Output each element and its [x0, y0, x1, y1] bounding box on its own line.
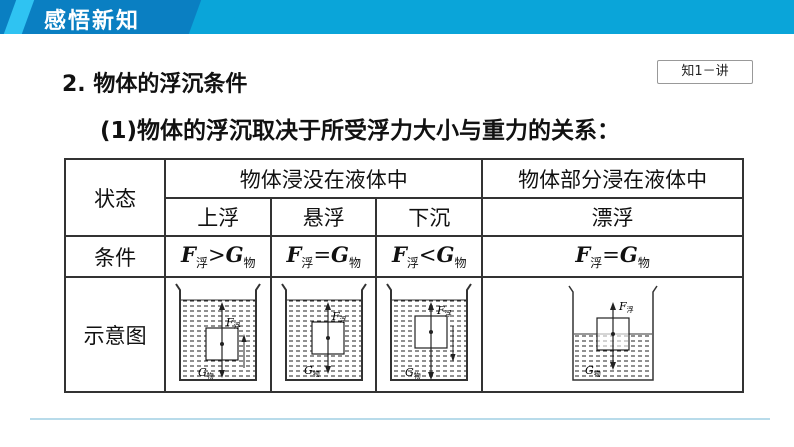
state-cell-sink: 下沉 [375, 197, 484, 237]
table-row: 示意图 F浮 G物 [63, 276, 744, 393]
page-title: 感悟新知 [44, 9, 141, 34]
condition-cell-suspend: F浮=G物 [270, 235, 378, 278]
beaker-suspend-diagram: F浮 G物 [280, 283, 367, 381]
force-gravity-label: G物 [585, 364, 601, 378]
state-cell-rise: 上浮 [164, 197, 273, 237]
diagram-cell-float: F浮 G物 [481, 276, 744, 393]
condition-cell-rise: F浮>G物 [164, 235, 273, 278]
footer-divider [30, 418, 770, 420]
diagram-cell-sink: F浮 G物 [375, 276, 484, 393]
subtitle: (1)物体的浮沉取决于所受浮力大小与重力的关系： [100, 118, 621, 144]
submerged-group-cell: 物体浸没在液体中 [164, 158, 484, 199]
header-title-tab: 感悟新知 [0, 0, 222, 34]
beaker-float-diagram: F浮 G物 [567, 285, 658, 381]
diagram-header-cell: 示意图 [63, 276, 167, 393]
condition-cell-sink: F浮<G物 [375, 235, 484, 278]
knowledge-badge: 知1－讲 [657, 60, 753, 84]
section-title: 2. 物体的浮沉条件 [62, 72, 248, 97]
state-cell-float: 漂浮 [481, 197, 744, 237]
table-row: 状态 物体浸没在液体中 物体部分浸在液体中 [63, 158, 744, 237]
partial-group-cell: 物体部分浸在液体中 [481, 158, 744, 199]
force-buoyancy-label: F浮 [618, 300, 634, 314]
diagram-cell-rise: F浮 G物 [164, 276, 273, 393]
force-buoyancy-label: F浮 [331, 310, 347, 324]
force-buoyancy-label: F浮 [436, 304, 452, 318]
header-bar: 感悟新知 [0, 0, 794, 34]
state-header-cell: 状态 [63, 158, 167, 237]
force-gravity-label: G物 [198, 366, 214, 380]
diagram-cell-suspend: F浮 G物 [270, 276, 378, 393]
table-row: 上浮 悬浮 下沉 漂浮 [65, 197, 744, 237]
beaker-sink-diagram: F浮 G物 [386, 283, 473, 381]
float-sink-table: 状态 物体浸没在液体中 物体部分浸在液体中 上浮 悬浮 下沉 漂浮 条件 F浮>… [63, 158, 744, 393]
header-stripe-decoration [3, 0, 35, 34]
force-gravity-label: G物 [405, 366, 421, 380]
condition-header-cell: 条件 [63, 235, 167, 278]
state-cell-suspend: 悬浮 [270, 197, 378, 237]
beaker-rise-diagram: F浮 G物 [175, 283, 262, 381]
force-gravity-label: G物 [304, 364, 320, 378]
condition-cell-float: F浮=G物 [481, 235, 744, 278]
force-buoyancy-label: F浮 [225, 316, 241, 330]
table-row: 条件 F浮>G物 F浮=G物 F浮<G物 F浮=G物 [63, 235, 744, 278]
